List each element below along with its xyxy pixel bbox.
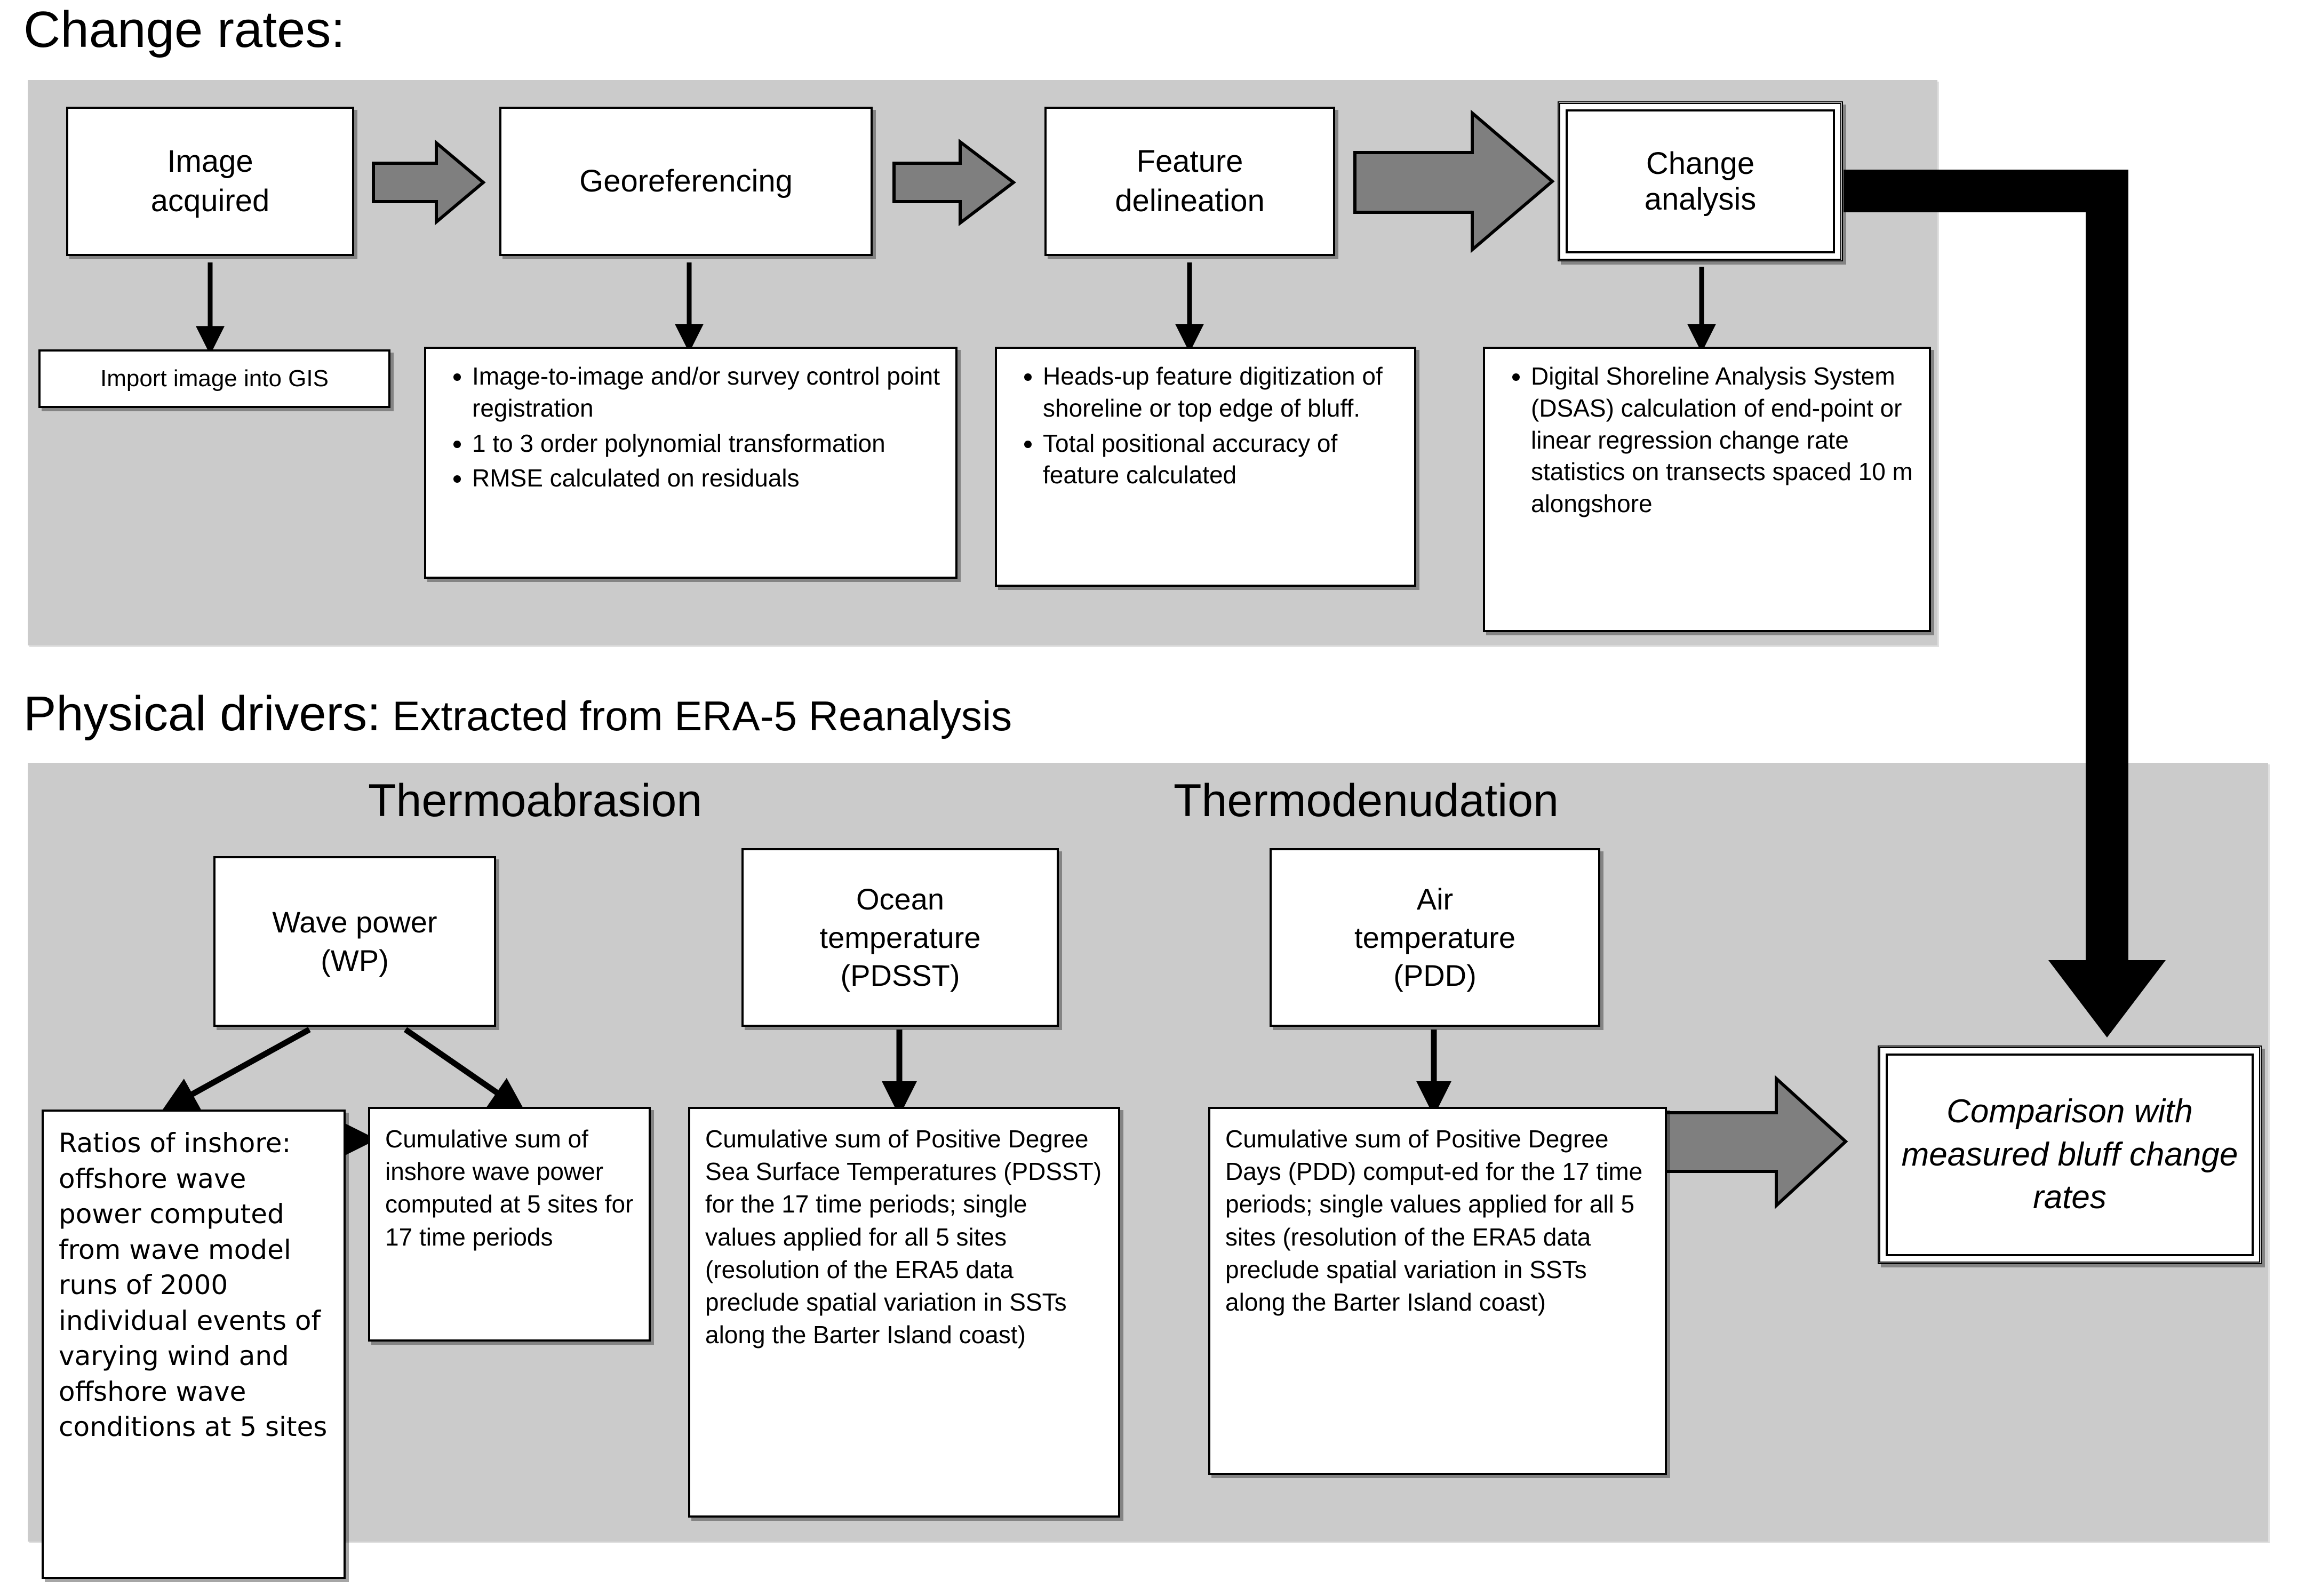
driver-box-wave-power[interactable]: Wave power (WP) [213,856,496,1027]
page-title-physical-drivers: Physical drivers: Extracted from ERA-5 R… [23,689,1012,738]
detail-box-feature-delineation: Heads-up feature digitization of shoreli… [995,347,1416,587]
detail-box-wave-power-cumulative: Cumulative sum of inshore wave power com… [368,1107,651,1342]
detail-box-change-analysis: Digital Shoreline Analysis System (DSAS)… [1483,347,1931,632]
detail-box-wave-power-ratio: Ratios of inshore: offshore wave power c… [42,1110,346,1579]
detail-box-georeferencing: Image-to-image and/or survey control poi… [424,347,957,579]
driver-label-ocean-temperature: Ocean temperature (PDSST) [819,882,981,993]
detail-text-ocean-temperature: Cumulative sum of Positive Degree Sea Su… [705,1125,1102,1349]
process-box-image-acquired[interactable]: Image acquired [66,107,354,256]
driver-label-air-temperature: Air temperature (PDD) [1354,882,1515,993]
detail-text-wave-power-cumulative: Cumulative sum of inshore wave power com… [385,1125,634,1251]
driver-label-wave-power: Wave power (WP) [272,905,437,977]
physical-drivers-source-label: Extracted from ERA-5 Reanalysis [380,692,1012,739]
subsection-thermodenudation: Thermodenudation [1174,775,1559,826]
detail-text-air-temperature: Cumulative sum of Positive Degree Days (… [1225,1125,1643,1316]
list-item: Heads-up feature digitization of shoreli… [1043,361,1400,425]
detail-text-wave-power-ratio: Ratios of inshore: offshore wave power c… [59,1128,328,1442]
detail-box-import-gis: Import image into GIS [38,349,390,408]
detail-box-ocean-temperature: Cumulative sum of Positive Degree Sea Su… [688,1107,1120,1518]
process-label-change-analysis: Change analysis [1644,146,1757,217]
driver-box-air-temperature[interactable]: Air temperature (PDD) [1270,848,1600,1027]
process-box-change-analysis[interactable]: Change analysis [1558,101,1843,261]
page-title-change-rates: Change rates: [23,1,346,58]
process-box-georeferencing[interactable]: Georeferencing [499,107,873,256]
list-item: Total positional accuracy of feature cal… [1043,428,1400,492]
process-label-image-acquired: Image acquired [150,143,270,218]
detail-box-air-temperature: Cumulative sum of Positive Degree Days (… [1208,1107,1667,1475]
list-item: Digital Shoreline Analysis System (DSAS)… [1531,361,1915,520]
process-label-georeferencing: Georeferencing [579,163,793,198]
driver-box-ocean-temperature[interactable]: Ocean temperature (PDSST) [741,848,1059,1027]
detail-text-import-gis: Import image into GIS [100,365,329,392]
subsection-thermoabrasion: Thermoabrasion [368,775,703,826]
bullet-list-georeferencing: Image-to-image and/or survey control poi… [426,349,955,507]
outcome-box-comparison[interactable]: Comparison with measured bluff change ra… [1878,1046,2262,1264]
list-item: 1 to 3 order polynomial transformation [472,428,941,460]
outcome-label-comparison: Comparison with measured bluff change ra… [1901,1093,2238,1216]
physical-drivers-bold-label: Physical drivers: [23,687,381,741]
bullet-list-feature-delineation: Heads-up feature digitization of shoreli… [997,349,1414,504]
list-item: RMSE calculated on residuals [472,462,941,494]
list-item: Image-to-image and/or survey control poi… [472,361,941,425]
process-label-feature-delineation: Feature delineation [1115,143,1265,218]
process-box-feature-delineation[interactable]: Feature delineation [1044,107,1335,256]
bullet-list-change-analysis: Digital Shoreline Analysis System (DSAS)… [1485,349,1929,533]
